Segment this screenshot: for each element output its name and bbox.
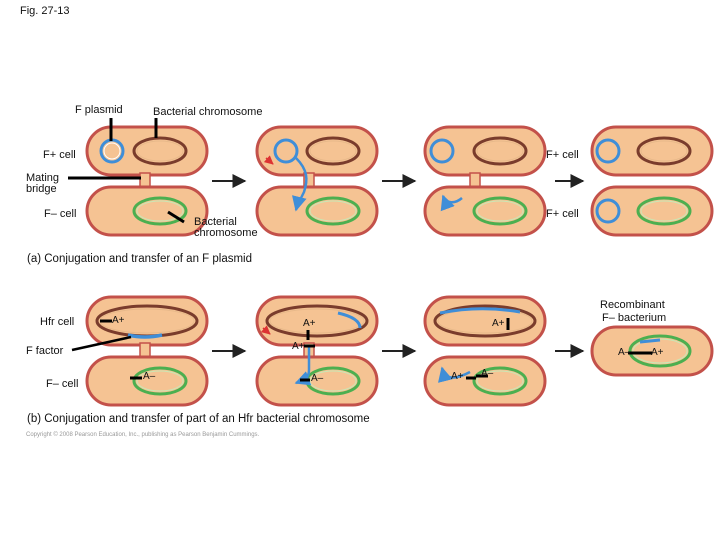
allele-a-minus-b3: A– [481, 368, 494, 379]
b-stage2-hfr-cell [255, 295, 379, 347]
copyright-notice: Copyright © 2008 Pearson Education, Inc.… [26, 432, 260, 438]
allele-a-plus-b2-top: A+ [303, 318, 316, 329]
transferring-plasmid-strand [292, 157, 308, 212]
f-factor-label: F factor [26, 345, 64, 357]
a-stage4-cell-top [590, 125, 714, 177]
f-minus-cell-label-b: F– cell [46, 378, 79, 390]
bacterial-chromosome-bottom-line1: Bacterial [194, 216, 237, 228]
allele-a-plus-b3: A+ [451, 371, 464, 382]
b-stage2-recipient-cell [255, 344, 379, 407]
b-stage4-recombinant-cell [590, 325, 714, 377]
mating-bridge-label-line2: bridge [26, 183, 57, 195]
bottom-chromosome-pointer [167, 210, 185, 224]
f-plasmid-label: F plasmid [75, 104, 123, 116]
f-minus-cell-label: F– cell [44, 208, 77, 220]
panel-b-caption: (b) Conjugation and transfer of part of … [27, 413, 370, 425]
f-plus-cell-right-top-label: F+ cell [546, 149, 579, 161]
mating-bridge-label-line1: Mating [26, 172, 60, 184]
b-stage1-recipient-cell [85, 355, 209, 407]
donor-chromosome [132, 136, 188, 166]
allele-a-plus-b4: A+ [651, 347, 664, 358]
a-stage4-cell-bottom [590, 185, 714, 237]
bacterial-chromosome-label: Bacterial chromosome [153, 106, 263, 118]
allele-a-minus-b4: A– [618, 347, 631, 358]
figure-title: Fig. 27-13 [20, 5, 70, 17]
b-stage1-hfr-cell [85, 295, 209, 347]
b-stage3-recipient-cell [423, 355, 547, 407]
a-stage3-donor-cell [423, 125, 547, 177]
a-stage1-recipient-cell [85, 185, 209, 237]
recombinant-label-line2: F– bacterium [602, 312, 667, 324]
b-stage3-hfr-cell [423, 295, 547, 347]
allele-a-plus-b3-top: A+ [492, 318, 505, 329]
allele-a-plus-b2-bridge: A+ [292, 341, 305, 352]
a-stage1-donor-cell [85, 125, 209, 177]
f-factor-pointer [71, 335, 132, 352]
a-stage2-recipient-cell [255, 185, 379, 237]
a-stage3-recipient-cell [423, 185, 547, 237]
hfr-cell-label: Hfr cell [40, 316, 75, 328]
recombinant-label-line1: Recombinant [600, 299, 665, 311]
bacterial-chromosome-bottom-line2: chromosome [194, 227, 258, 239]
allele-a-minus-b1: A– [143, 371, 156, 382]
allele-a-plus-b1: A+ [112, 315, 125, 326]
panel-a-caption: (a) Conjugation and transfer of an F pla… [27, 253, 253, 265]
recipient-chromosome [132, 196, 188, 226]
a-stage2-donor-cell [255, 125, 379, 177]
allele-a-minus-b2: A– [311, 373, 324, 384]
f-plus-cell-label: F+ cell [43, 149, 76, 161]
f-plus-cell-right-bottom-label: F+ cell [546, 208, 579, 220]
